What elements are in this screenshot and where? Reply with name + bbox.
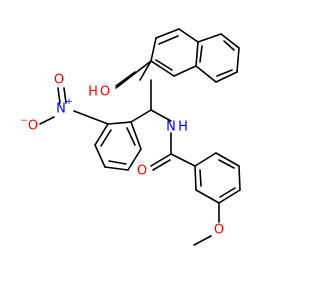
nitro-oxygen-double-label: O	[54, 73, 64, 88]
bond	[63, 87, 67, 104]
nitro-nitrogen-charge: +	[65, 97, 73, 107]
bond	[127, 148, 142, 171]
bond	[216, 69, 233, 77]
amide-n-label: N	[166, 120, 176, 135]
bond	[130, 121, 142, 150]
bond	[220, 33, 240, 49]
bond	[107, 121, 132, 125]
naphthalene-ring-a	[150, 28, 199, 77]
bond	[238, 165, 241, 191]
nitrophenyl-ring	[73, 110, 142, 171]
bond	[178, 28, 199, 43]
nitro-oxygen-minus-label: O	[28, 119, 38, 134]
bond	[199, 45, 203, 63]
nitro-group	[39, 87, 67, 125]
central-methine	[130, 60, 172, 123]
bond	[57, 87, 61, 104]
methoxy-oxygen-label: O	[214, 223, 224, 238]
bond	[155, 28, 180, 39]
bond	[194, 165, 197, 191]
bond	[236, 47, 240, 73]
hydroxyl-o-label: O	[100, 85, 110, 100]
bond	[193, 235, 212, 246]
bond	[215, 71, 238, 83]
bond	[194, 152, 217, 167]
bond	[150, 153, 172, 167]
bond	[155, 59, 173, 71]
bond	[170, 153, 196, 167]
amide-h-label: H	[178, 120, 188, 135]
bond	[126, 127, 136, 146]
bond-to-hydroxyl	[115, 60, 152, 89]
bond	[223, 40, 235, 51]
bond	[195, 189, 220, 204]
bond	[199, 169, 202, 187]
naphthalene-ring-b	[195, 33, 240, 83]
bond	[218, 189, 241, 204]
amide-nh-label: N H	[166, 120, 188, 135]
bond	[197, 33, 222, 43]
molecule-canvas: H O N H O N + O O − O	[20, 28, 241, 246]
bond	[158, 35, 179, 45]
bond	[150, 109, 172, 122]
nitro-labels: N + O O −	[20, 73, 73, 134]
methoxyphenyl-ring	[194, 152, 241, 223]
bond	[173, 65, 197, 77]
bond	[218, 159, 235, 169]
nitro-oxygen-charge: −	[20, 116, 28, 126]
bond	[104, 166, 129, 171]
structure-diagram: H O N H O N + O O − O	[20, 28, 241, 246]
bond	[130, 109, 152, 123]
bond	[100, 129, 112, 147]
bond	[195, 65, 217, 83]
bond	[150, 60, 175, 77]
amide-oxygen-label: O	[137, 164, 147, 179]
bond	[195, 41, 199, 67]
bond-to-nitro	[73, 110, 109, 125]
bond	[94, 123, 109, 146]
nitro-nitrogen-label: N	[56, 102, 66, 117]
bond	[150, 37, 157, 62]
bond-to-hydroxyl	[115, 71, 136, 87]
methoxy-group	[193, 235, 212, 246]
bond	[219, 187, 236, 198]
hydroxyl-h-label: H	[88, 85, 98, 100]
bond	[94, 144, 106, 168]
amide-group	[150, 132, 196, 171]
bond	[152, 159, 171, 171]
hydroxyl-label: H O	[88, 85, 110, 100]
bond	[108, 160, 127, 165]
bond	[139, 60, 152, 81]
bond	[39, 116, 55, 125]
bond	[215, 152, 240, 167]
